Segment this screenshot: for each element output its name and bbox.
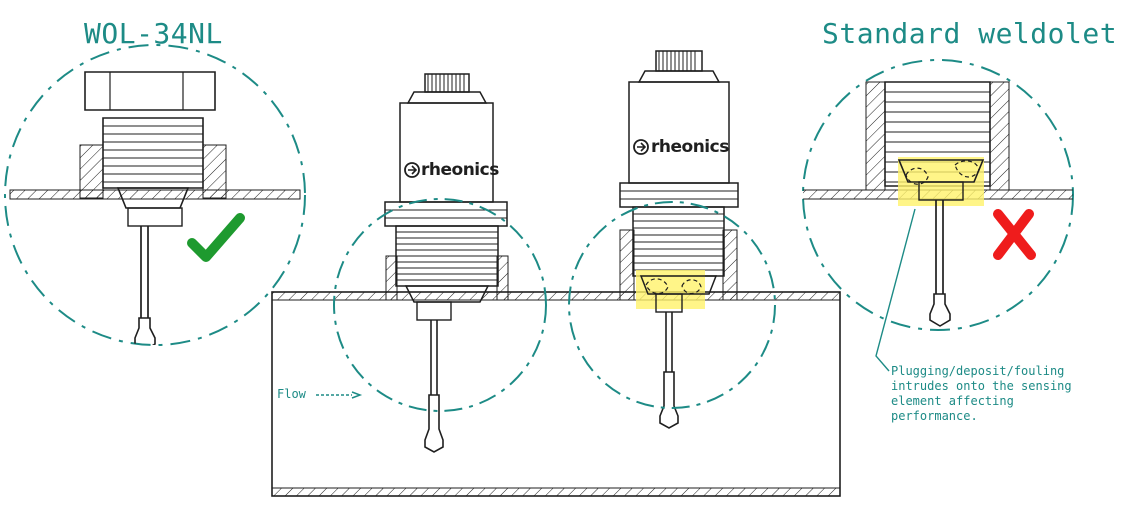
thread-lines-2 xyxy=(633,213,724,271)
flow-label: Flow xyxy=(277,387,306,401)
stem-collar-1 xyxy=(416,301,452,321)
rheonics-logo-icon-1 xyxy=(404,162,420,178)
left-hex-dividers xyxy=(109,72,184,110)
left-detail-clipped xyxy=(9,71,301,345)
fouling-pockets-right xyxy=(905,160,980,185)
right-socket-left xyxy=(865,81,886,191)
left-probe xyxy=(140,226,149,318)
flow-arrow xyxy=(316,391,363,399)
rheonics-logo-icon-2 xyxy=(633,139,649,155)
left-probe-tip xyxy=(134,317,156,345)
sensor-center-left xyxy=(384,73,509,453)
right-detail xyxy=(802,59,1074,372)
title-standard-weldolet: Standard weldolet xyxy=(822,17,1118,50)
title-wol-34nl: WOL-34NL xyxy=(84,17,223,50)
detail-circle-center-left xyxy=(333,198,547,412)
stem-taper-2 xyxy=(639,275,718,295)
housing-band-lines-2 xyxy=(620,190,738,200)
probe-tip-1 xyxy=(424,394,444,453)
socket-left-2 xyxy=(619,229,635,301)
fouling-pockets-center xyxy=(645,278,702,295)
detail-circle-center-right xyxy=(568,201,776,409)
pipe-wall-bottom xyxy=(271,487,841,497)
connector-thread-1 xyxy=(427,74,465,92)
left-detail xyxy=(4,44,306,346)
left-thread-lines xyxy=(103,125,203,183)
flow-arrowhead xyxy=(351,391,363,399)
thread-lines-1 xyxy=(396,231,498,281)
left-hex xyxy=(84,71,216,111)
fouling-note: Plugging/deposit/fouling intrudes onto t… xyxy=(891,364,1072,423)
stem-collar-2 xyxy=(655,293,683,313)
stem-taper-1 xyxy=(404,285,490,303)
socket-right-1 xyxy=(496,255,509,301)
check-icon xyxy=(187,213,245,262)
housing-2 xyxy=(628,81,730,184)
probe-1 xyxy=(430,320,438,395)
brand-label-2: rheonics xyxy=(651,137,729,157)
right-socket-right xyxy=(989,81,1010,191)
right-stem-taper xyxy=(897,159,985,183)
right-detail-clipped xyxy=(803,81,1073,327)
neck-1 xyxy=(406,91,488,104)
left-pipe-wall xyxy=(9,189,301,200)
housing-1 xyxy=(399,102,494,203)
probe-2 xyxy=(665,312,673,372)
socket-left-1 xyxy=(385,255,398,301)
probe-tip-2 xyxy=(659,371,679,429)
pipe-body xyxy=(271,291,841,497)
connector-thread-2 xyxy=(658,51,696,71)
socket-right-2 xyxy=(722,229,738,301)
sensor-center-right xyxy=(619,50,739,429)
right-probe-tip xyxy=(929,293,951,327)
cross-icon xyxy=(993,209,1036,260)
right-stem-collar xyxy=(918,181,964,201)
left-thread-body xyxy=(102,117,204,189)
detail-circle-left xyxy=(4,44,306,346)
housing-band-1 xyxy=(384,201,508,227)
neck-2 xyxy=(637,70,721,83)
note-leader-line xyxy=(875,208,916,372)
brand-label-1: rheonics xyxy=(421,160,499,180)
pipe-wall-top xyxy=(271,291,841,301)
housing-band-2 xyxy=(619,182,739,208)
right-probe xyxy=(935,200,944,294)
left-stem-collar xyxy=(127,207,183,227)
